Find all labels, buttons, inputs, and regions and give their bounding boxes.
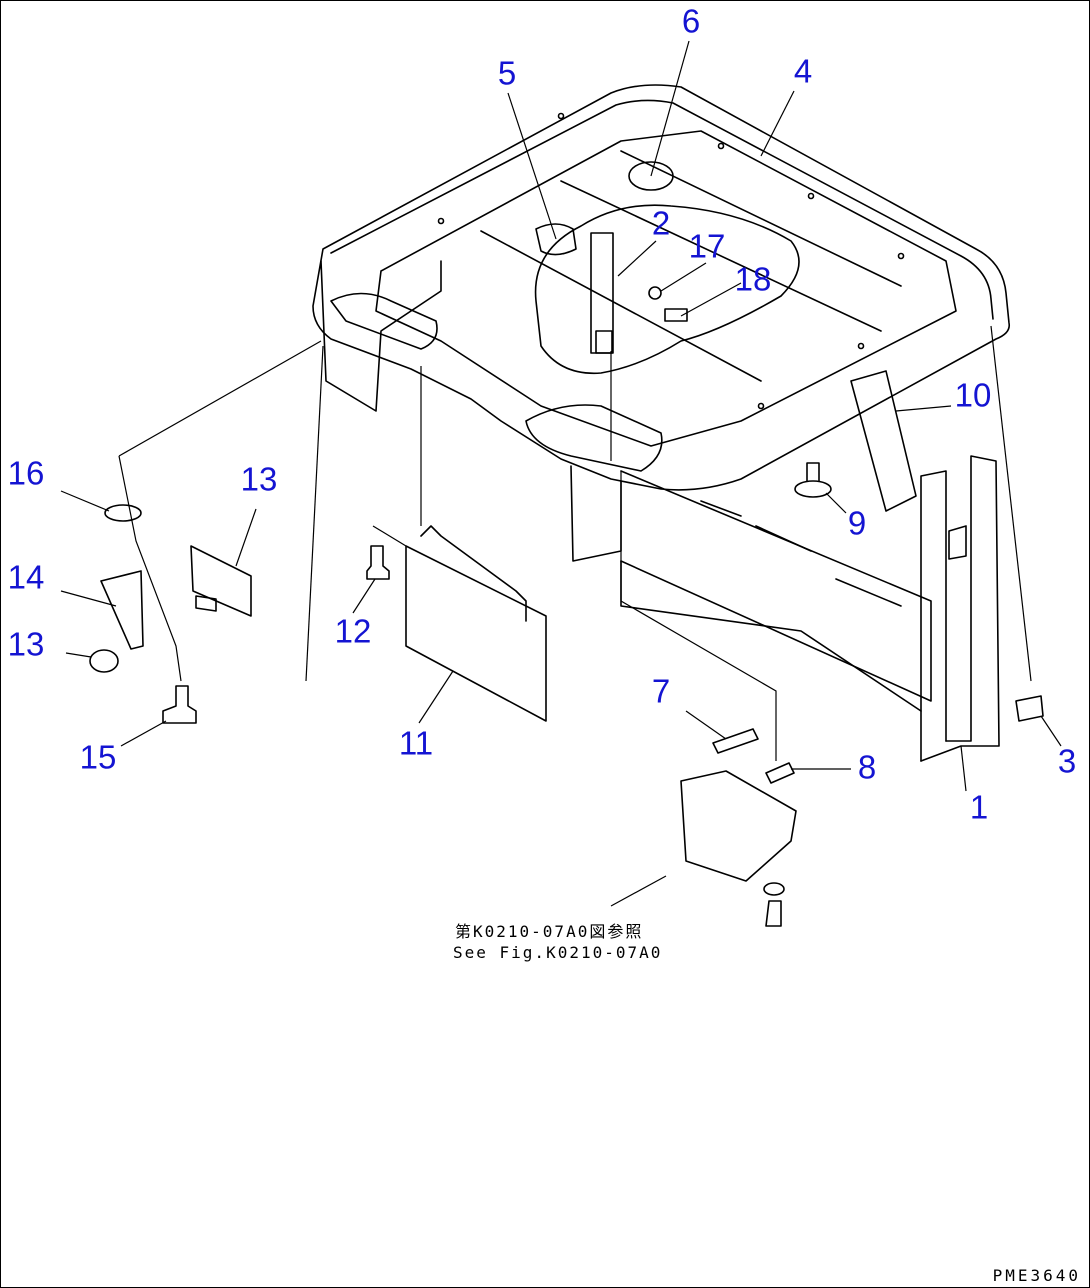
callout-1: 1 [969,788,989,826]
clip-17 [648,286,662,300]
callout-11: 11 [398,724,434,762]
callout-5: 5 [497,54,517,92]
part-1-frame [920,455,1000,762]
callout-2: 2 [651,204,671,242]
callout-14: 14 [7,558,45,596]
housing-bolt [765,900,782,927]
part-1-hinge [948,525,967,560]
callout-10: 10 [954,376,992,414]
nut-13 [89,649,119,673]
roof-hole [757,402,765,410]
stud-9-shaft [806,462,820,482]
roof-rib [560,180,882,332]
left-corner-detail [330,292,438,350]
left-corner-post [320,260,442,412]
roof-pad-6 [628,161,674,191]
washer-16 [104,504,142,522]
roof-hole [557,112,565,120]
callout-7: 7 [651,672,671,710]
part-1-panel [920,470,947,762]
callout-4: 4 [793,52,813,90]
bolt-3 [1015,695,1044,722]
arm-14 [100,570,144,650]
roof-hole [857,342,865,350]
side-panel-upper [620,470,932,702]
mirror-bolt [195,595,217,612]
reference-jp: 第K0210-07A0図参照 [455,922,644,941]
panel-11 [405,545,547,722]
detail-bubble [534,204,800,375]
bracket-2-foot [595,330,613,354]
callout-17: 17 [688,227,726,265]
panel-slot [755,525,812,552]
drawing-id: PME3640 [992,1266,1081,1285]
roof-hole [897,252,905,260]
callout-18: 18 [734,260,772,298]
roof-hole [437,217,445,225]
bolt-15 [162,685,197,724]
roof-inner-edge [330,99,994,320]
stud-9-base [794,480,832,498]
reference-en: See Fig.K0210-07A0 [453,943,663,962]
roof-rib [620,150,902,287]
bracket-2 [590,232,614,354]
panel-slot [700,500,742,517]
bracket-10 [850,370,917,512]
screw-18 [664,308,688,322]
roof-rib [480,230,762,382]
housing [680,770,797,882]
callout-15: 15 [79,738,117,776]
callout-9: 9 [847,504,867,542]
callout-6: 6 [681,2,701,40]
callout-13-mirror: 13 [240,460,278,498]
roof-hole [807,192,815,200]
panel-slot [835,578,902,607]
plate-8 [765,762,795,784]
callout-3: 3 [1057,742,1077,780]
mirror-13 [190,545,252,617]
housing-washer [763,882,785,896]
callout-13-nut: 13 [7,625,45,663]
panel-11-bracket [420,525,527,622]
center-corner-box [525,404,663,472]
callout-12: 12 [334,612,372,650]
plate-7 [712,728,759,754]
callout-16: 16 [7,454,45,492]
roof-pad-5 [535,223,577,256]
roof-inner-panel [375,130,957,447]
callout-8: 8 [857,748,877,786]
cab-roof-outline [312,84,1011,491]
roof-hole [717,142,725,150]
bolt-12 [366,545,390,580]
